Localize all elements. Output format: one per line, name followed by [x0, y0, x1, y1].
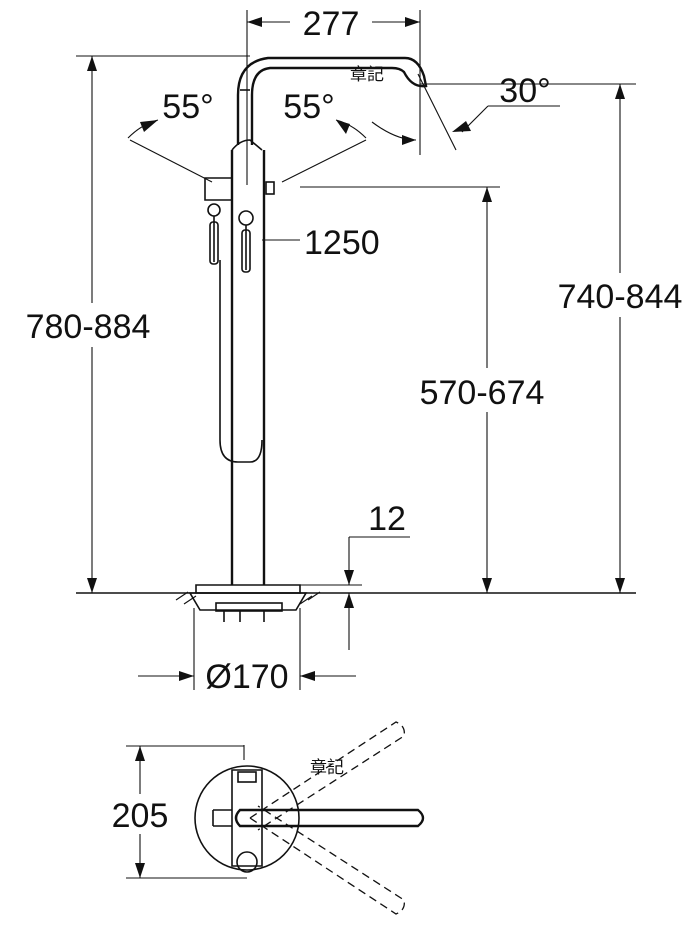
- dim-handle-height: 570-674: [420, 374, 545, 412]
- stamp-mark: 章記: [350, 65, 384, 85]
- spout-swivel-lower: [249, 805, 405, 915]
- dim-hose-length: 1250: [304, 224, 380, 262]
- dimension-30-degree: 30°: [417, 72, 560, 151]
- dimension-740-844: 740-844: [558, 84, 683, 593]
- dimension-1250: 1250: [262, 224, 380, 262]
- dimension-277: 277: [247, 5, 420, 43]
- dimension-12: 12: [300, 500, 410, 650]
- faucet-column: [230, 56, 428, 585]
- dimension-diameter-170: Ø170: [138, 608, 356, 696]
- dimension-570-674: 570-674: [420, 187, 545, 593]
- dim-total-height: 780-884: [26, 308, 151, 346]
- dim-floor-offset: 12: [368, 500, 406, 538]
- stamp-mark-top: 章記: [310, 758, 344, 778]
- dim-handle-angle-right: 55°: [283, 88, 334, 126]
- spout-swivel-upper: [249, 721, 405, 831]
- dim-spout-angle: 30°: [499, 72, 550, 110]
- dimension-55-degree: 55° 55°: [127, 85, 417, 185]
- hose: [219, 260, 263, 463]
- spout-outline: [234, 808, 425, 828]
- floor-base: [175, 584, 321, 622]
- dim-depth: 205: [112, 797, 169, 835]
- dimension-205: 205: [112, 745, 247, 879]
- dim-handle-angle-left: 55°: [162, 88, 213, 126]
- dim-spout-reach: 277: [303, 5, 360, 43]
- dimension-780-884: 780-884: [26, 56, 151, 593]
- mixer-handles: [204, 177, 275, 273]
- dim-spout-height: 740-844: [558, 278, 683, 316]
- front-view: 277 30° 55° 55° 1250: [26, 5, 683, 696]
- top-view: 205 章記: [112, 721, 425, 915]
- dim-base-diameter: Ø170: [205, 658, 288, 696]
